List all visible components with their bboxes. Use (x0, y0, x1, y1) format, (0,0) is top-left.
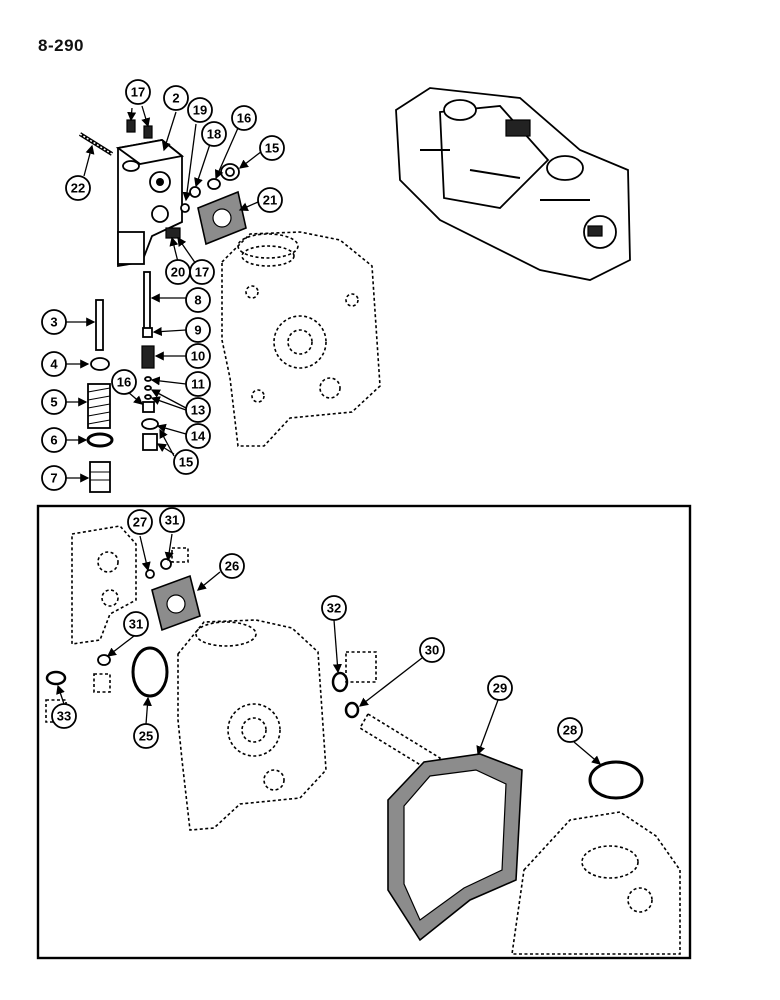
callout-2: 2 (163, 85, 189, 111)
callout-label-19: 19 (193, 103, 207, 118)
callout-27: 27 (127, 509, 153, 535)
callout-20: 20 (165, 259, 191, 285)
callout-13: 13 (185, 397, 211, 423)
callout-label-17: 17 (131, 85, 145, 100)
callout-31b: 31 (123, 611, 149, 637)
callout-18: 18 (201, 121, 227, 147)
callout-6: 6 (41, 427, 67, 453)
callout-32: 32 (321, 595, 347, 621)
callout-label-10: 10 (191, 349, 205, 364)
callout-label-28: 28 (563, 723, 577, 738)
callout-label-17b: 17 (195, 265, 209, 280)
callout-label-6: 6 (50, 433, 57, 448)
callout-30: 30 (419, 637, 445, 663)
callout-label-3: 3 (50, 315, 57, 330)
callout-label-8: 8 (194, 293, 201, 308)
callout-label-30: 30 (425, 643, 439, 658)
callout-8: 8 (185, 287, 211, 313)
callout-layer: 17 2 19 18 16 15 22 21 20 17 8 3 9 4 10 … (41, 79, 601, 765)
pump-cover-dashed (221, 231, 381, 447)
callout-label-4: 4 (50, 357, 58, 372)
callout-label-15: 15 (265, 141, 279, 156)
callout-label-31: 31 (165, 513, 179, 528)
callout-14: 14 (185, 423, 211, 449)
callout-15a: 15 (259, 135, 285, 161)
spool-column-parts (86, 271, 159, 493)
callout-28: 28 (557, 717, 583, 743)
callout-4: 4 (41, 351, 67, 377)
callout-29: 29 (487, 675, 513, 701)
callout-label-7: 7 (50, 471, 57, 486)
callout-21: 21 (257, 187, 283, 213)
pump-photo-illustration (395, 87, 631, 281)
callout-label-27: 27 (133, 515, 147, 530)
inset-components (45, 525, 681, 955)
callout-label-16: 16 (237, 111, 251, 126)
callout-label-21: 21 (263, 193, 277, 208)
callout-9: 9 (185, 317, 211, 343)
callout-label-15b: 15 (179, 455, 193, 470)
callout-label-31b: 31 (129, 617, 143, 632)
callout-16b: 16 (111, 369, 137, 395)
callout-label-2: 2 (172, 91, 179, 106)
valve-body-assembly (78, 119, 247, 268)
callout-17b: 17 (189, 259, 215, 285)
callout-label-14: 14 (191, 429, 206, 444)
callout-17a: 17 (125, 79, 151, 105)
inset-frame (36, 504, 692, 960)
callout-label-20: 20 (171, 265, 185, 280)
callout-label-9: 9 (194, 323, 201, 338)
callout-33: 33 (51, 703, 77, 729)
callout-16a: 16 (231, 105, 257, 131)
page-number: 8-290 (38, 36, 84, 55)
callout-25: 25 (133, 723, 159, 749)
callout-11: 11 (185, 371, 211, 397)
callout-label-26: 26 (225, 559, 239, 574)
callout-5: 5 (41, 389, 67, 415)
callout-label-16b: 16 (117, 375, 131, 390)
callout-label-11: 11 (191, 377, 205, 392)
callout-label-32: 32 (327, 601, 341, 616)
callout-26: 26 (219, 553, 245, 579)
callout-label-25: 25 (139, 729, 153, 744)
callout-label-18: 18 (207, 127, 221, 142)
callout-31a: 31 (159, 507, 185, 533)
callout-label-22: 22 (71, 181, 85, 196)
callout-label-29: 29 (493, 681, 507, 696)
callout-3: 3 (41, 309, 67, 335)
callout-7: 7 (41, 465, 67, 491)
callout-label-13: 13 (191, 403, 205, 418)
callout-label-5: 5 (50, 395, 57, 410)
callout-19: 19 (187, 97, 213, 123)
callout-22: 22 (65, 175, 91, 201)
callout-label-33: 33 (57, 709, 71, 724)
callout-10: 10 (185, 343, 211, 369)
callout-15b: 15 (173, 449, 199, 475)
